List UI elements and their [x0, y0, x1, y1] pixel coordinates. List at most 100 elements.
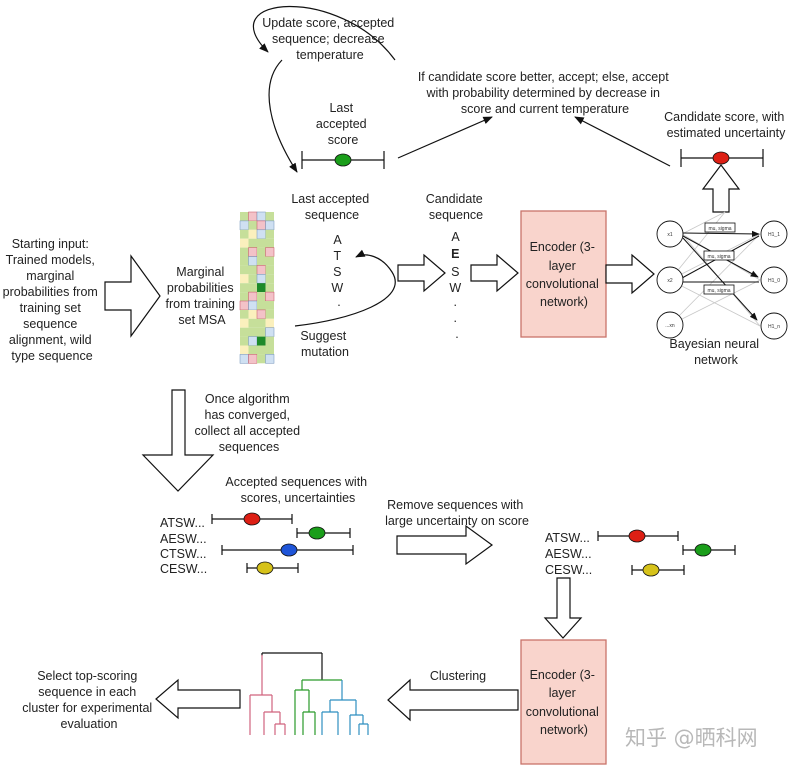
- msa-cell: [248, 229, 257, 239]
- msa-cell: [257, 238, 266, 248]
- msa-cell: [240, 212, 249, 221]
- last-accepted-sequence-letters: A T S W .: [331, 233, 346, 309]
- msa-cell: [248, 274, 257, 284]
- svg-text:x1: x1: [667, 232, 673, 238]
- msa-cell: [240, 274, 249, 284]
- watermark: 知乎 @晒科网: [625, 726, 758, 750]
- msa-cell: [239, 300, 249, 311]
- msa-cell: [248, 283, 257, 293]
- encoder-bottom-text: Encoder (3- layer convolutional network): [526, 668, 602, 737]
- msa-cell: [265, 229, 274, 239]
- accept-rule-text: If candidate score better, accept; else,…: [418, 70, 672, 116]
- msa-cell: [248, 345, 257, 355]
- svg-text:...xn: ...xn: [665, 323, 675, 329]
- candidate-to-encoder-arrow: [470, 253, 519, 293]
- msa-cell: [256, 220, 266, 231]
- bnn-to-score-arrow: [701, 164, 741, 213]
- score-marker-red: [712, 151, 730, 165]
- msa-cell: [248, 309, 257, 319]
- msa-cell: [265, 274, 274, 284]
- msa-cell: [257, 327, 266, 337]
- msa-cell: [248, 354, 258, 364]
- msa-cell: [265, 212, 274, 221]
- msa-cell: [257, 345, 266, 355]
- start-block-arrow: [104, 254, 161, 338]
- msa-cell: [257, 292, 266, 301]
- svg-text:x2: x2: [667, 278, 673, 284]
- score-marker-yellow: [256, 561, 274, 575]
- msa-cell: [248, 256, 258, 266]
- suggest-mutation-curve: [294, 249, 396, 327]
- msa-cell: [265, 354, 275, 364]
- marginal-probabilities-text: Marginal probabilities from training set…: [166, 265, 239, 327]
- msa-cell: [240, 292, 249, 301]
- msa-cell: [265, 301, 274, 310]
- msa-cell: [240, 345, 249, 355]
- remove-block-arrow: [396, 524, 494, 566]
- msa-cell: [257, 336, 266, 346]
- msa-heatmap: [239, 211, 275, 364]
- msa-cell: [239, 354, 249, 364]
- svg-text:H1_0: H1_0: [768, 278, 780, 284]
- svg-text:H1_n: H1_n: [768, 324, 780, 330]
- msa-cell: [265, 309, 274, 319]
- msa-cell: [248, 327, 257, 337]
- msa-cell: [240, 265, 249, 275]
- last-accepted-score-label: Last accepted score: [316, 101, 370, 147]
- clustering-block-arrow: [387, 678, 519, 722]
- svg-text:mu, sigma: mu, sigma: [708, 226, 731, 232]
- score-marker-green: [334, 153, 352, 167]
- msa-cell: [256, 211, 266, 222]
- msa-cell: [257, 247, 266, 257]
- bnn-label: Bayesian neural network: [669, 337, 762, 367]
- last-accepted-score-bar: [301, 151, 385, 169]
- update-curve-down: [268, 59, 298, 173]
- msa-cell: [248, 220, 257, 230]
- last-accepted-sequence-label: Last accepted sequence: [291, 192, 372, 222]
- msa-cell: [265, 345, 274, 355]
- select-top-text: Select top-scoring sequence in each clus…: [22, 669, 155, 731]
- encoder-box-bottom: [520, 639, 607, 765]
- update-score-text: Update score, accepted sequence; decreas…: [262, 16, 398, 62]
- msa-cell: [256, 274, 266, 284]
- msa-cell: [248, 265, 257, 275]
- candidate-to-rule-arrow: [574, 116, 671, 167]
- msa-cell: [248, 318, 257, 328]
- msa-cell: [240, 247, 249, 257]
- candidate-sequence-label: Candidate sequence: [426, 192, 486, 222]
- msa-cell: [257, 354, 266, 364]
- converged-text: Once algorithm has converged, collect al…: [194, 392, 303, 454]
- candidate-sequence-letters: A E S W . . .: [449, 230, 464, 341]
- encoder-to-bnn-arrow: [605, 253, 655, 295]
- remove-sequences-label: Remove sequences with large uncertainty …: [385, 498, 529, 528]
- msa-cell: [240, 309, 249, 319]
- score-marker-red: [243, 512, 261, 526]
- candidate-score-bar: [680, 149, 764, 167]
- score-marker-red: [628, 529, 646, 543]
- msa-cell: [265, 238, 274, 248]
- clustering-label: Clustering: [430, 669, 486, 683]
- msa-cell: [257, 283, 266, 293]
- msa-cell: [240, 336, 249, 346]
- msa-cell: [256, 309, 266, 320]
- msa-cell: [248, 211, 258, 222]
- filtered-to-encoder-arrow: [543, 577, 583, 639]
- msa-cell: [248, 238, 257, 248]
- msa-cell: [240, 229, 249, 239]
- score-marker-blue: [280, 543, 298, 557]
- converged-block-arrow: [141, 389, 215, 492]
- msa-cell: [265, 265, 274, 275]
- msa-cell: [257, 318, 266, 328]
- msa-cell: [265, 220, 275, 231]
- msa-cell: [239, 220, 249, 231]
- msa-cell: [240, 256, 249, 266]
- score-marker-yellow: [642, 563, 660, 577]
- msa-cell: [240, 318, 249, 328]
- msa-cell: [265, 327, 275, 337]
- msa-cell: [248, 291, 258, 302]
- msa-cell: [256, 229, 266, 239]
- msa-cell: [257, 301, 266, 310]
- msa-cell: [256, 265, 266, 275]
- all-sequence-list: ATSW... AESW... CTSW... CESW...: [160, 516, 210, 576]
